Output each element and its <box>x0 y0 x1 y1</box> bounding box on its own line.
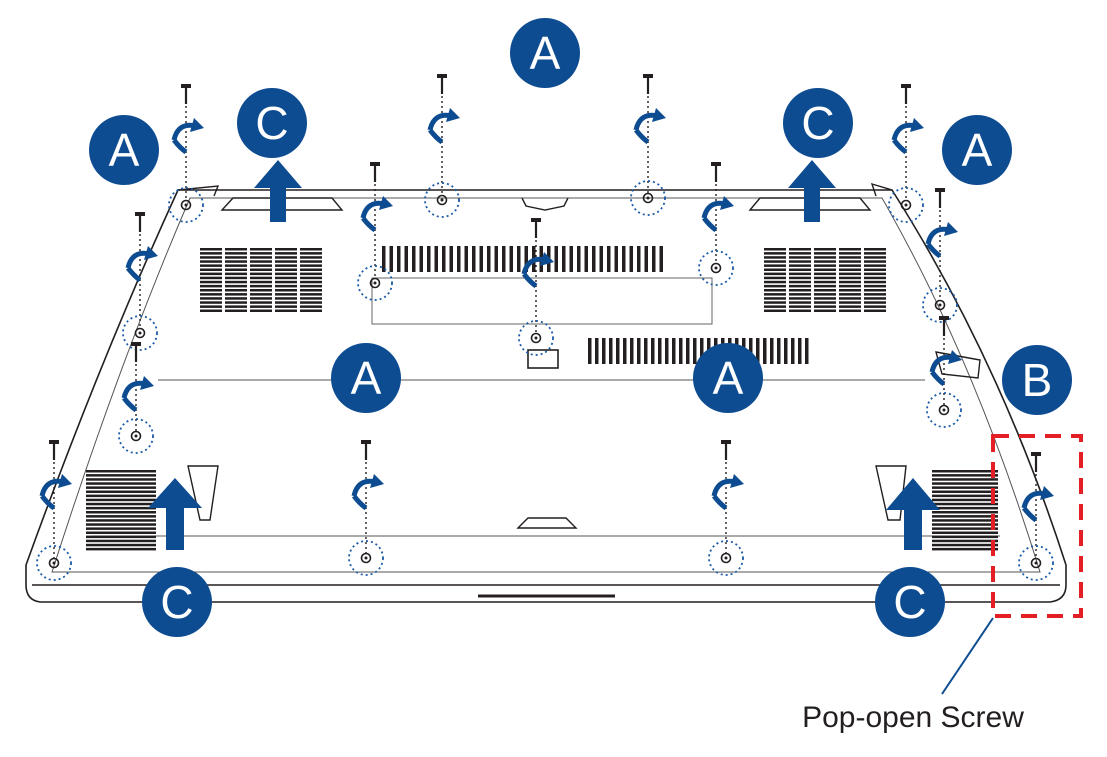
rotate-counterclockwise-icon <box>891 118 924 155</box>
badge-label: A <box>713 352 744 404</box>
screw-assembly <box>926 316 962 428</box>
screw-icon <box>370 162 380 182</box>
screw-icon <box>711 162 721 182</box>
screw-icon <box>643 74 653 94</box>
rotate-counterclockwise-icon <box>125 246 158 283</box>
screw-assembly <box>348 440 384 576</box>
vent-upper-right <box>764 248 886 312</box>
rotate-counterclockwise-icon <box>351 474 384 511</box>
screw-assembly <box>357 162 393 301</box>
badge-a-mid-right: A <box>693 343 763 413</box>
badge-label: C <box>255 97 288 149</box>
badge-label: A <box>109 124 140 176</box>
screw-hole-marker <box>1018 545 1054 581</box>
screw-hole-marker <box>36 545 72 581</box>
badge-label: B <box>1022 354 1053 406</box>
rotate-counterclockwise-icon <box>121 376 154 413</box>
vent-upper-center <box>382 246 663 272</box>
pop-open-screw-highlight: Pop-open Screw <box>802 434 1083 734</box>
screw-hole-marker <box>348 540 384 576</box>
badges: A A A A A C C C <box>89 18 1072 637</box>
screw-assembly <box>888 84 924 223</box>
rotate-counterclockwise-icon <box>925 222 958 259</box>
screw-icon <box>1031 452 1041 472</box>
lift-arrow-icon <box>788 160 836 222</box>
screw-assembly <box>122 212 158 351</box>
vent-grilles <box>86 246 998 551</box>
screw-icon <box>531 218 541 238</box>
screws <box>36 74 1054 581</box>
rotate-counterclockwise-icon <box>633 108 666 145</box>
rotate-counterclockwise-icon <box>171 118 204 155</box>
screw-hole-marker <box>168 187 204 223</box>
screw-icon <box>901 84 911 104</box>
rotate-counterclockwise-icon <box>427 108 460 145</box>
rotate-counterclockwise-icon <box>1021 486 1054 523</box>
screw-hole-marker <box>424 182 460 218</box>
rotate-counterclockwise-icon <box>711 474 744 511</box>
screw-hole-marker <box>518 320 554 356</box>
badge-a-upper-right: A <box>942 115 1012 185</box>
rotate-counterclockwise-icon <box>39 474 72 511</box>
badge-a-upper-left: A <box>89 115 159 185</box>
screw-assembly <box>168 84 204 223</box>
badge-label: C <box>160 576 193 628</box>
screw-icon <box>939 316 949 336</box>
screw-assembly <box>698 162 734 286</box>
screw-icon <box>49 440 59 460</box>
screw-assembly <box>118 342 154 454</box>
screw-hole-marker <box>118 418 154 454</box>
badge-label: A <box>351 352 382 404</box>
screw-assembly <box>1018 452 1054 581</box>
lift-arrow-icon <box>254 160 302 222</box>
screw-hole-marker <box>922 287 958 323</box>
badge-a-mid-left: A <box>331 343 401 413</box>
screw-icon <box>361 440 371 460</box>
badge-c-bottom-left: C <box>142 567 212 637</box>
lift-arrow-icon <box>886 478 940 550</box>
screw-assembly <box>708 440 744 576</box>
screw-assembly <box>424 74 460 218</box>
callout-label: Pop-open Screw <box>802 701 1024 734</box>
vent-upper-left <box>200 248 322 312</box>
screw-hole-marker <box>357 265 393 301</box>
badge-a-top: A <box>510 18 580 88</box>
badge-label: A <box>530 27 561 79</box>
vent-lower-left <box>86 470 156 551</box>
screw-hole-marker <box>888 187 924 223</box>
rotate-counterclockwise-icon <box>360 196 393 233</box>
badge-label: A <box>962 124 993 176</box>
badge-label: C <box>801 97 834 149</box>
screw-assembly <box>36 440 72 581</box>
lift-arrows <box>148 160 940 550</box>
screw-hole-marker <box>630 180 666 216</box>
rotate-counterclockwise-icon <box>701 196 734 233</box>
badge-b: B <box>1002 345 1072 415</box>
screw-assembly <box>630 74 666 216</box>
screw-icon <box>437 74 447 94</box>
screw-hole-marker <box>698 250 734 286</box>
screw-icon <box>131 342 141 362</box>
screw-assembly <box>518 218 554 356</box>
badge-c-top-right: C <box>783 88 853 158</box>
vent-lower-right <box>932 470 998 551</box>
screw-icon <box>181 84 191 104</box>
badge-c-bottom-right: C <box>875 567 945 637</box>
screw-icon <box>135 212 145 232</box>
screw-assembly <box>922 188 958 323</box>
screw-hole-marker <box>122 315 158 351</box>
rotate-counterclockwise-icon <box>521 252 554 289</box>
screw-icon <box>935 188 945 208</box>
lift-arrow-icon <box>148 478 202 550</box>
screw-hole-marker <box>708 540 744 576</box>
rotate-counterclockwise-icon <box>929 350 962 387</box>
screw-hole-marker <box>926 392 962 428</box>
badge-c-top-left: C <box>237 88 307 158</box>
badge-label: C <box>893 576 926 628</box>
screw-icon <box>721 440 731 460</box>
